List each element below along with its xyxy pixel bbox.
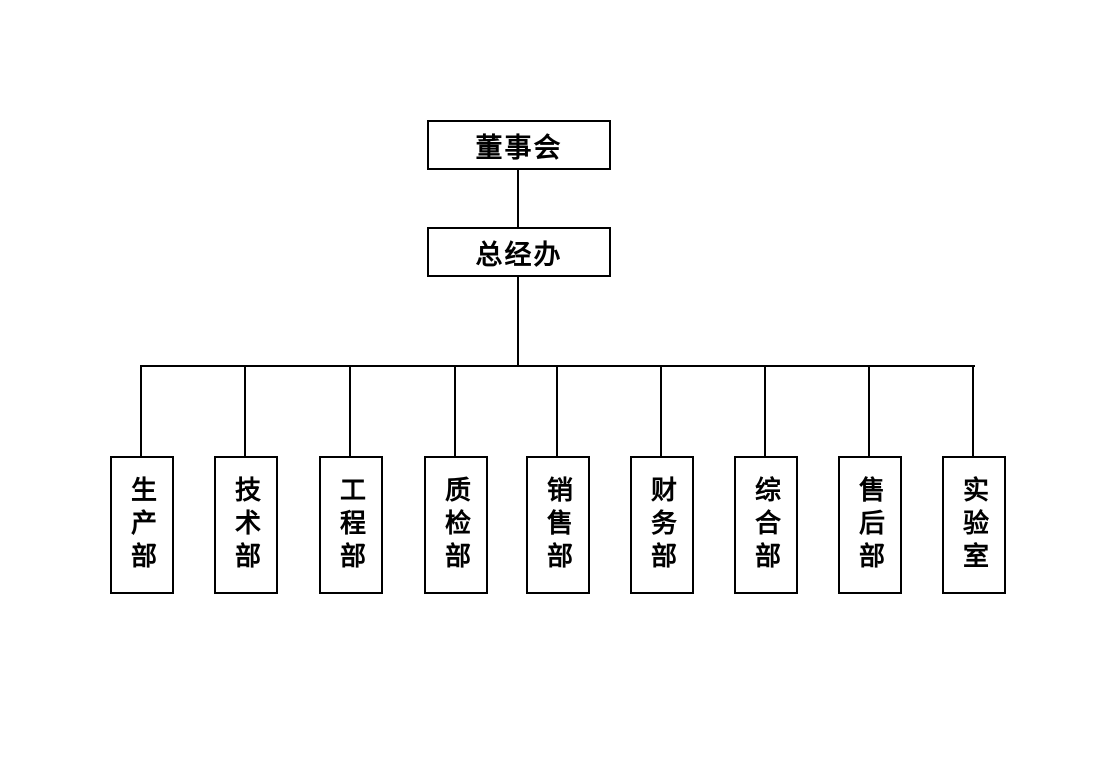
- org-node-finance-dept: 财务部: [630, 456, 694, 594]
- connector-drop-general-affairs: [764, 367, 766, 456]
- connector-drop-production: [140, 367, 142, 456]
- connector-drop-finance: [660, 367, 662, 456]
- connector-board-to-gmo: [517, 170, 519, 227]
- connector-drop-technology: [244, 367, 246, 456]
- org-node-quality-inspection-dept: 质检部: [424, 456, 488, 594]
- org-node-production-dept: 生产部: [110, 456, 174, 594]
- connector-drop-quality: [454, 367, 456, 456]
- connector-drop-sales: [556, 367, 558, 456]
- org-node-general-manager-office: 总经办: [427, 227, 611, 277]
- org-node-laboratory: 实验室: [942, 456, 1006, 594]
- org-node-technology-dept: 技术部: [214, 456, 278, 594]
- connector-drop-laboratory: [972, 367, 974, 456]
- org-node-engineering-dept: 工程部: [319, 456, 383, 594]
- org-node-after-sales-dept: 售后部: [838, 456, 902, 594]
- connector-gmo-to-bus: [517, 277, 519, 367]
- org-node-general-affairs-dept: 综合部: [734, 456, 798, 594]
- org-node-board-of-directors: 董事会: [427, 120, 611, 170]
- connector-horizontal-bus: [140, 365, 975, 367]
- org-node-sales-dept: 销售部: [526, 456, 590, 594]
- connector-drop-engineering: [349, 367, 351, 456]
- connector-drop-after-sales: [868, 367, 870, 456]
